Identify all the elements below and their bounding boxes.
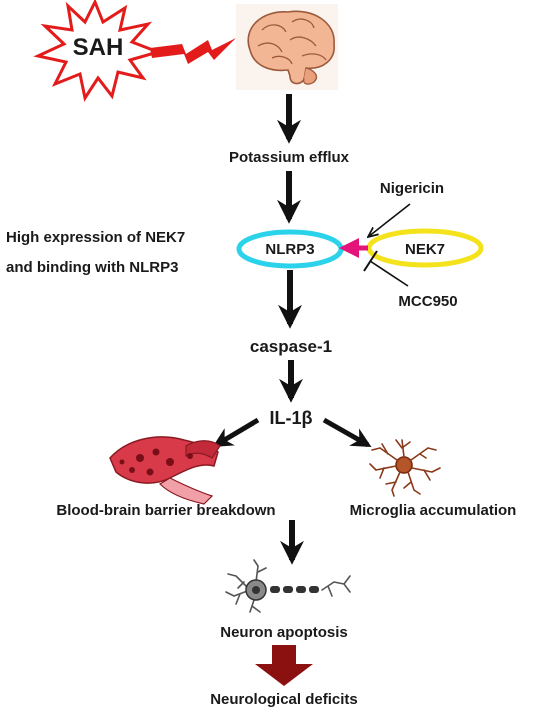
arrow-il1b-to-microglia: [322, 417, 372, 448]
nek7-label: NEK7: [405, 241, 445, 258]
il-1b-label: IL-1β: [270, 408, 313, 428]
nek7-note-line2: and binding with NLRP3: [6, 259, 179, 276]
sah-burst: SAH: [33, 0, 163, 102]
caspase-1-label: caspase-1: [250, 337, 332, 356]
arrow-il1b-to-bbb: [212, 417, 260, 448]
inhibition-bar-mcc950: [363, 250, 378, 272]
blood-vessel-icon: [109, 436, 221, 505]
arrow-to-deficits: [255, 645, 313, 686]
neuron-apoptosis-label: Neuron apoptosis: [220, 624, 348, 641]
sah-label: SAH: [73, 34, 124, 61]
nlrp3-node: NLRP3: [236, 229, 344, 269]
neurological-deficits-label: Neurological deficits: [210, 691, 358, 708]
nek7-ring: [366, 228, 484, 268]
mcc950-label: MCC950: [398, 293, 457, 310]
sah-star-shape: [33, 0, 163, 102]
nek7-note-line1: High expression of NEK7: [6, 229, 185, 246]
blood-brain-barrier-label: Blood-brain barrier breakdown: [56, 502, 275, 519]
potassium-efflux-label: Potassium efflux: [229, 149, 350, 166]
lightning-bolt-icon: [150, 38, 236, 64]
nlrp3-label: NLRP3: [265, 241, 314, 258]
microglia-accumulation-label: Microglia accumulation: [350, 502, 517, 519]
neuron-icon: [225, 559, 351, 613]
inhibition-line-mcc950: [369, 260, 409, 287]
nigericin-label: Nigericin: [380, 180, 444, 197]
arrow-nigericin-to-nek7: [368, 203, 411, 237]
brain-icon: [236, 4, 338, 90]
nek7-node: NEK7: [366, 228, 484, 268]
microglia-icon: [369, 439, 441, 497]
